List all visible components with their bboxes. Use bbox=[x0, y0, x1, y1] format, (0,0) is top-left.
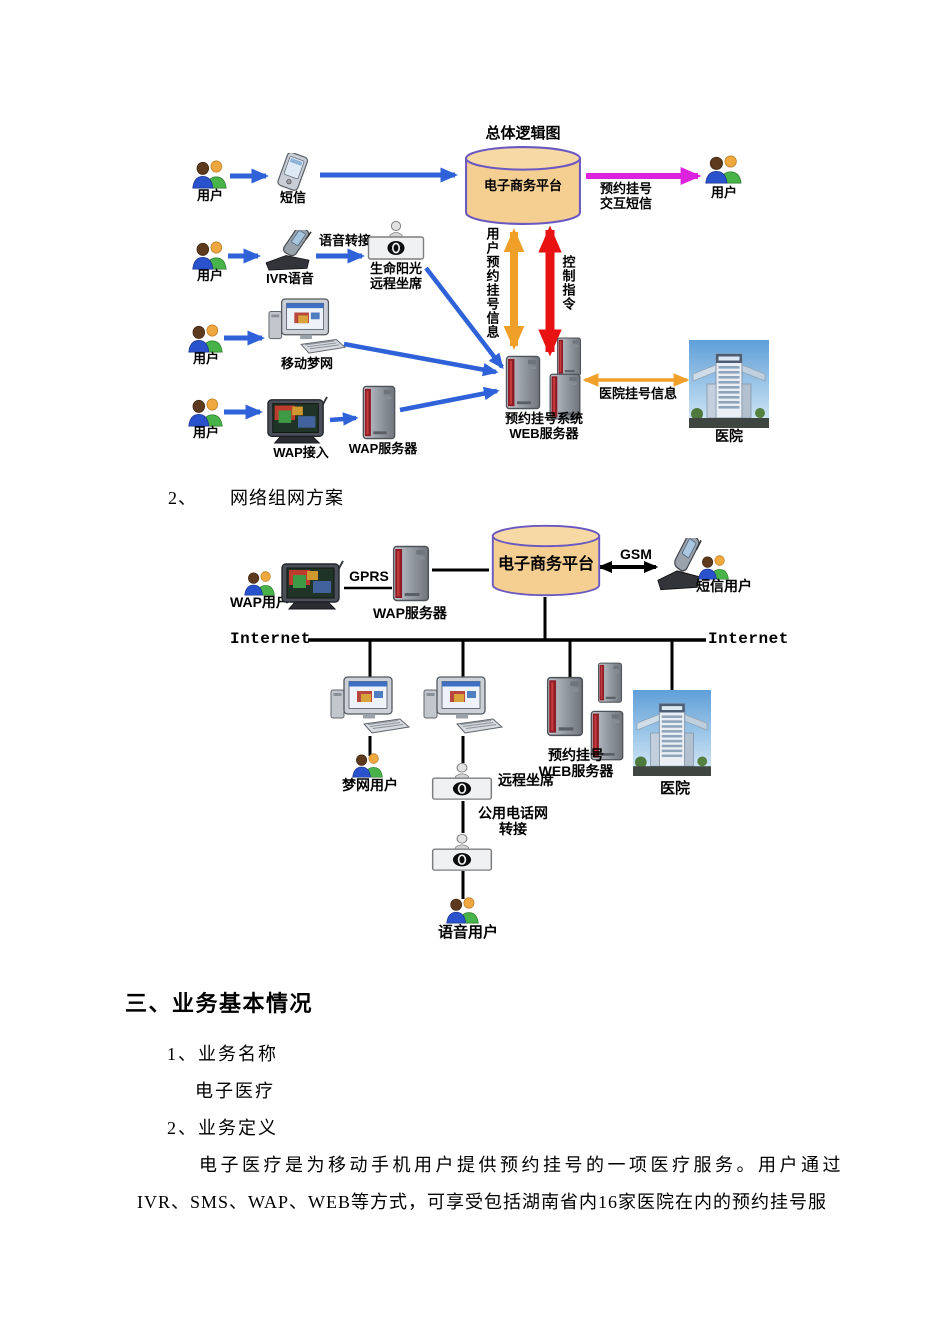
hospital-photo-icon bbox=[633, 690, 711, 776]
section3-heading: 三、业务基本情况 bbox=[125, 991, 314, 1016]
ivr-label: IVR语音 bbox=[266, 271, 314, 286]
users-icon bbox=[446, 896, 480, 924]
booking-system-label: 预约挂号系统 WEB服务器 bbox=[494, 411, 594, 441]
users-icon bbox=[698, 554, 730, 580]
sms-reply-line1: 预约挂号 bbox=[599, 181, 652, 196]
agent-label-line1: 生命阳光 bbox=[369, 261, 422, 276]
wap-access-label: WAP接入 bbox=[273, 445, 329, 460]
pstn-line2: 转接 bbox=[499, 820, 527, 837]
remote-agent-desk-icon bbox=[430, 833, 494, 873]
pda-phone-icon bbox=[272, 153, 314, 191]
voice-user-label: 语音用户 bbox=[437, 924, 498, 941]
wap-terminal-icon bbox=[266, 396, 328, 444]
remote-agent-desk-icon bbox=[430, 762, 494, 802]
hospital-info-label: 医院挂号信息 bbox=[598, 386, 677, 401]
diagram1-title: 总体逻辑图 bbox=[485, 125, 561, 142]
booking-line1: 预约挂号 bbox=[548, 747, 604, 763]
web-server-main-icon bbox=[544, 676, 586, 738]
section2-number: 2、 bbox=[168, 488, 197, 508]
internet-left-label: Internet bbox=[230, 630, 311, 648]
gprs-label: GPRS bbox=[349, 568, 389, 584]
booking-system-line2: WEB服务器 bbox=[509, 425, 579, 441]
wap-server-label: WAP服务器 bbox=[373, 605, 447, 621]
item1-value: 电子医疗 bbox=[195, 1081, 275, 1101]
user-ivr-label: 用户 bbox=[196, 268, 223, 283]
sms-reply-label: 预约挂号 交互短信 bbox=[591, 181, 661, 211]
users-icon bbox=[352, 752, 384, 778]
item1-label: 1、业务名称 bbox=[167, 1044, 278, 1064]
wap-server-icon bbox=[360, 385, 398, 441]
gsm-label: GSM bbox=[620, 546, 652, 562]
wap-server-label: WAP服务器 bbox=[348, 441, 418, 456]
control-command-vertical-label: 控制指令 bbox=[560, 255, 576, 311]
sms-reply-line2: 交互短信 bbox=[599, 195, 652, 211]
monternet-label: 移动梦网 bbox=[280, 356, 333, 371]
user-wap-label: 用户 bbox=[192, 425, 219, 440]
agent-label-line2: 远程坐席 bbox=[369, 275, 422, 291]
flip-phone-icon bbox=[262, 230, 314, 272]
sms-label: 短信 bbox=[279, 190, 306, 205]
arrow-wapserver-to-webserver bbox=[399, 386, 500, 413]
booking-line2: WEB服务器 bbox=[538, 762, 614, 779]
pstn-transfer-label: 公用电话网 转接 bbox=[466, 805, 560, 837]
web-server-small-icon bbox=[596, 662, 624, 704]
users-icon bbox=[705, 154, 743, 184]
booking-system-line1: 预约挂号系统 bbox=[504, 411, 583, 426]
wap-user-label: WAP用户 bbox=[230, 594, 290, 610]
users-icon bbox=[192, 159, 228, 189]
desktop-computer-icon bbox=[423, 676, 503, 736]
section2-title: 网络组网方案 bbox=[230, 488, 344, 508]
users-icon bbox=[188, 397, 224, 427]
web-server-main-icon bbox=[503, 355, 543, 411]
hospital-label: 医院 bbox=[659, 780, 690, 797]
voice-transfer-label: 语音转接 bbox=[318, 233, 371, 248]
user-monternet-label: 用户 bbox=[192, 351, 219, 366]
life-sunshine-agent-label: 生命阳光 远程坐席 bbox=[362, 261, 430, 291]
web-server-small-icon bbox=[555, 337, 583, 377]
desktop-computer-icon bbox=[268, 298, 346, 356]
booking-webserver-label: 预约挂号 WEB服务器 bbox=[524, 747, 628, 779]
remote-agent-label: 远程坐席 bbox=[498, 772, 554, 788]
item2-label: 2、业务定义 bbox=[167, 1118, 278, 1138]
internet-right-label: Internet bbox=[708, 630, 789, 648]
ecommerce-platform-label: 电子商务平台 bbox=[483, 178, 562, 193]
paragraph-line1: 电子医疗是为移动手机用户提供预约挂号的一项医疗服务。用户通过 bbox=[199, 1155, 844, 1175]
paragraph-line2: IVR、SMS、WAP、WEB等方式，可享受包括湖南省内16家医院在内的预约挂号… bbox=[137, 1192, 828, 1212]
wap-terminal-icon bbox=[280, 560, 344, 610]
users-icon bbox=[188, 323, 224, 353]
user-sms-label: 用户 bbox=[196, 188, 223, 203]
arrow-monternet-to-webserver bbox=[343, 341, 499, 377]
user-right-label: 用户 bbox=[710, 185, 737, 200]
hospital-photo-icon bbox=[689, 340, 769, 428]
ecommerce-platform-label: 电子商务平台 bbox=[497, 556, 594, 573]
desktop-computer-icon bbox=[330, 676, 410, 736]
user-booking-info-vertical-label: 用户预约挂号信息 bbox=[484, 227, 500, 339]
pstn-line1: 公用电话网 bbox=[478, 805, 548, 821]
sms-user-label: 短信用户 bbox=[696, 578, 752, 594]
monternet-user-label: 梦网用户 bbox=[342, 777, 398, 793]
hospital-label: 医院 bbox=[715, 428, 743, 444]
users-icon bbox=[244, 570, 276, 596]
arrow-wap-to-wapserver bbox=[329, 412, 359, 426]
remote-agent-desk-icon bbox=[366, 220, 426, 262]
users-icon bbox=[192, 240, 228, 270]
wap-server-icon bbox=[390, 545, 432, 603]
